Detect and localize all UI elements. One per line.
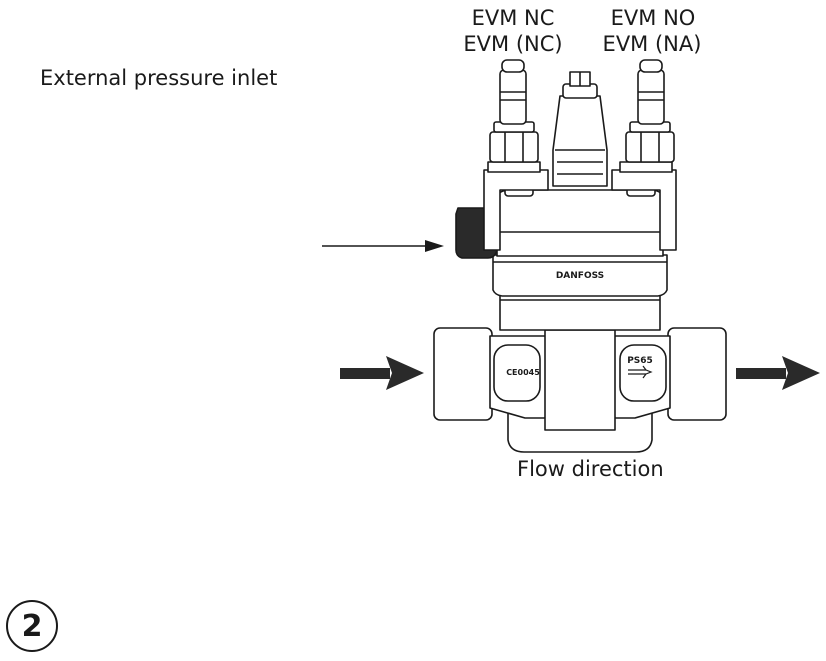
right-evm-stem <box>637 69 665 125</box>
evm-no-alt-label: EVM (NA) <box>602 32 702 56</box>
evm-nc-label: EVM NC <box>471 6 555 30</box>
left-evm-housing <box>483 169 549 251</box>
external-pressure-arrow <box>322 240 444 252</box>
right-evm-nut <box>625 131 675 163</box>
step-number-badge: 2 <box>6 600 58 652</box>
evm-no-label: EVM NO <box>610 6 696 30</box>
inlet-flow-arrow <box>340 356 424 390</box>
right-pipe-socket <box>667 327 727 421</box>
outlet-flow-arrow <box>736 356 820 390</box>
right-evm-housing <box>611 169 677 251</box>
left-evm-stem <box>499 69 527 125</box>
left-body-marking: CE0045 <box>506 368 540 377</box>
central-actuator <box>552 95 608 187</box>
evm-nc-alt-label: EVM (NC) <box>463 32 563 56</box>
left-evm-nut <box>489 131 539 163</box>
left-pipe-socket <box>433 327 493 421</box>
valve-central-body <box>544 329 616 431</box>
flow-direction-label: Flow direction <box>517 457 664 481</box>
flow-arrow-icon <box>628 365 653 379</box>
right-body-marking: PS65 <box>627 356 653 366</box>
valve-top-body <box>492 254 668 297</box>
external-pressure-inlet-label: External pressure inlet <box>40 66 278 90</box>
brand-marking: DANFOSS <box>556 271 604 281</box>
valve-upper-block <box>496 189 664 257</box>
